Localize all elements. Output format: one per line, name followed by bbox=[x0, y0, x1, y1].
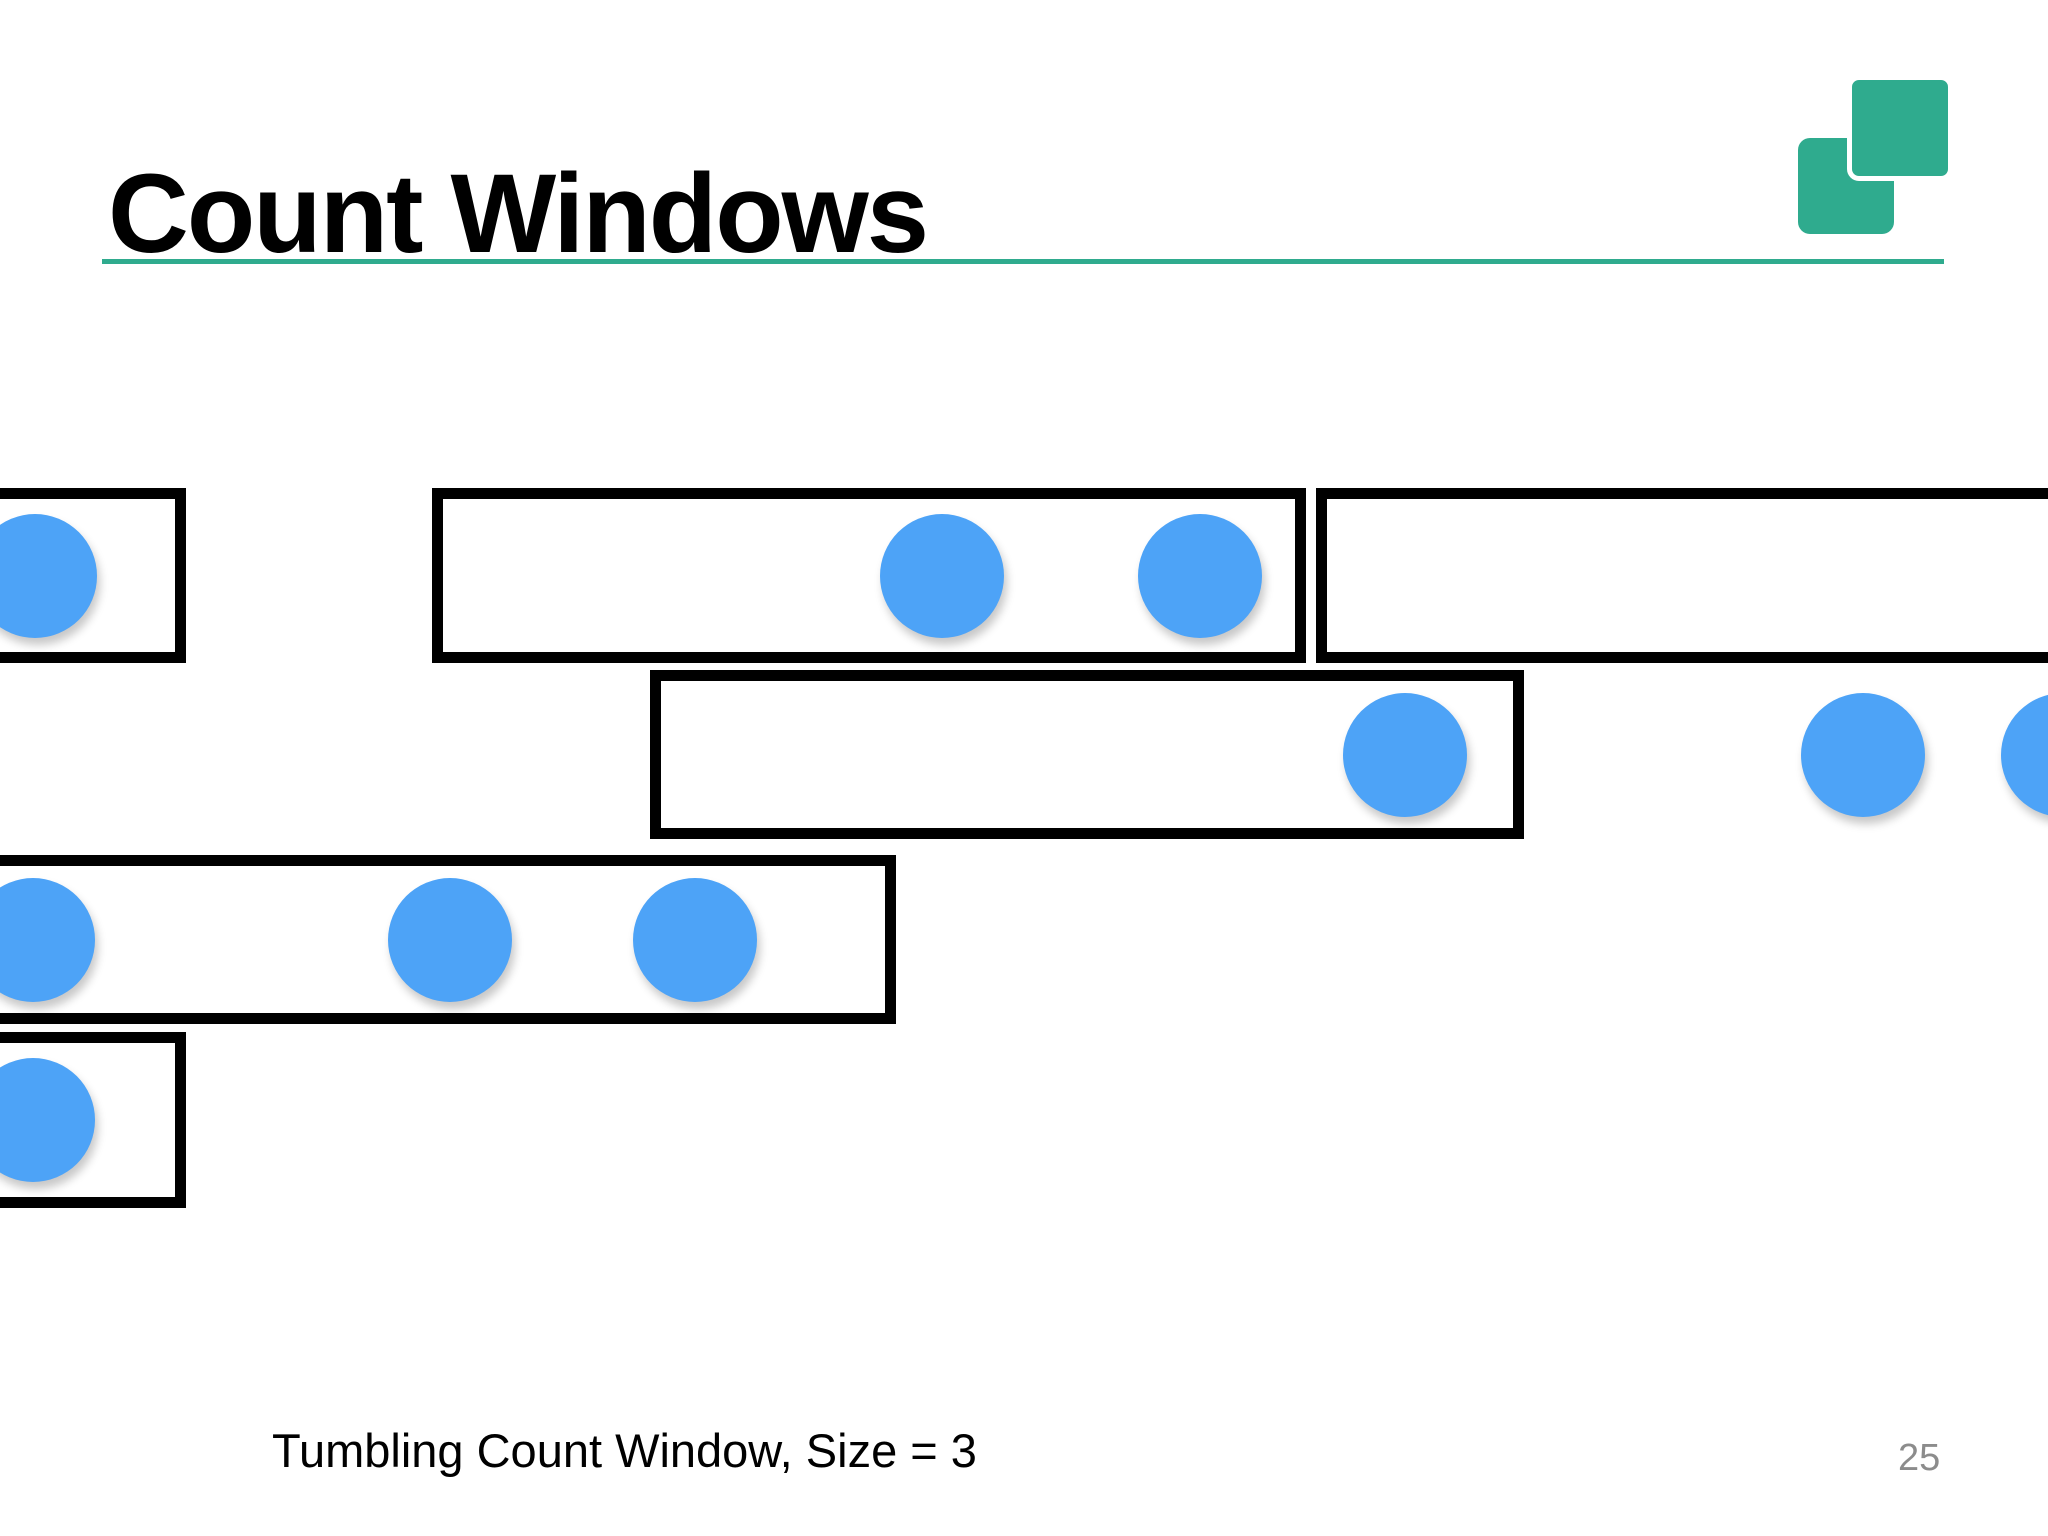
logo-square-front bbox=[1847, 75, 1953, 181]
stream-element-dot bbox=[0, 1058, 95, 1182]
title-divider bbox=[102, 259, 1944, 264]
stream-element-dot bbox=[1343, 692, 1467, 817]
brand-logo-icon bbox=[1798, 75, 1953, 236]
stream-element-dot bbox=[1138, 513, 1262, 638]
page-number: 25 bbox=[1898, 1437, 1941, 1479]
stream-element-dot bbox=[633, 877, 757, 1002]
stream-element-dot bbox=[0, 877, 95, 1002]
page-title: Count Windows bbox=[108, 151, 929, 277]
stream-element-dot bbox=[388, 877, 512, 1002]
stream-element-dot bbox=[880, 513, 1004, 638]
diagram-caption: Tumbling Count Window, Size = 3 Sliding … bbox=[272, 1295, 977, 1536]
caption-line-1: Tumbling Count Window, Size = 3 bbox=[272, 1424, 977, 1477]
window-row1-box3 bbox=[1316, 488, 2048, 663]
stream-element-dot bbox=[1801, 692, 1925, 817]
stream-element-dot bbox=[2001, 692, 2048, 817]
stream-element-dot bbox=[0, 513, 97, 638]
